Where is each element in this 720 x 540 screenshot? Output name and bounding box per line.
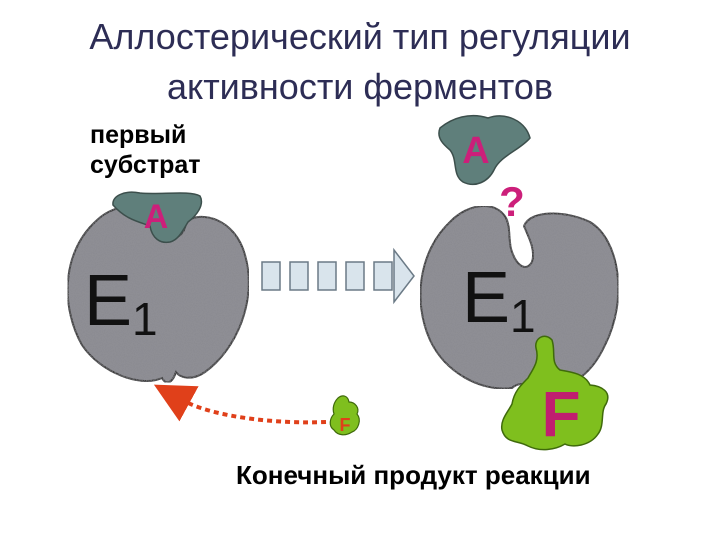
- substrate-label: первый субстрат: [90, 120, 201, 180]
- product-f-bound: F: [500, 335, 609, 451]
- feedback-arrow: [153, 384, 327, 425]
- enzyme-right: A ? E1: [419, 114, 620, 390]
- enzyme-right-subscript: 1: [510, 290, 536, 342]
- product-f-small-letter: F: [340, 415, 351, 435]
- page-title: Аллостерический тип регуляции активности…: [0, 12, 720, 112]
- enzyme-left-letter: E1: [84, 261, 158, 345]
- enzyme-right-letter: E1: [462, 258, 536, 342]
- substrate-label-line-1: первый: [90, 121, 187, 149]
- substrate-a-right-letter: A: [462, 130, 489, 172]
- transition-arrow: [261, 247, 415, 305]
- title-line-2: активности ферментов: [167, 66, 553, 107]
- title-line-1: Аллостерический тип регуляции: [89, 16, 631, 57]
- question-mark: ?: [499, 178, 525, 225]
- substrate-a-left-letter: A: [144, 198, 169, 236]
- enzyme-right-e: E: [462, 258, 510, 338]
- product-f-large-shape: [500, 335, 609, 451]
- arrow-block-4: [345, 261, 365, 291]
- arrow-block-1: [261, 261, 281, 291]
- enzyme-left-e: E: [84, 261, 132, 341]
- arrow-head: [393, 247, 415, 305]
- substrate-a-left: [112, 191, 203, 244]
- enzyme-left-subscript: 1: [132, 293, 158, 345]
- substrate-a-right: [438, 114, 531, 186]
- product-f-free: F: [329, 395, 360, 436]
- substrate-label-line-2: субстрат: [90, 151, 201, 179]
- arrow-block-5: [373, 261, 393, 291]
- product-f-large-letter: F: [541, 378, 580, 450]
- enzyme-right-body: [419, 205, 620, 390]
- product-f-small-shape: [329, 395, 360, 436]
- enzyme-left: A E1: [66, 191, 250, 384]
- arrow-block-2: [289, 261, 309, 291]
- product-caption: Конечный продукт реакции: [236, 460, 591, 490]
- arrow-block-3: [317, 261, 337, 291]
